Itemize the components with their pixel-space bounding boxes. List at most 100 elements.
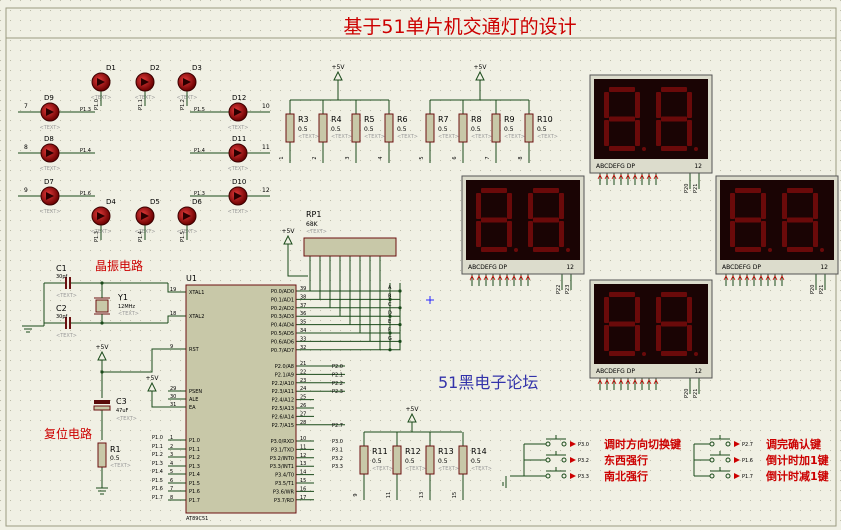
- display-right-digit-2-seg-1: [813, 193, 818, 219]
- led-d10-text: <TEXT>: [228, 209, 249, 215]
- led-d9-text: <TEXT>: [40, 125, 61, 131]
- display-left-digit-1-seg-2: [507, 221, 512, 247]
- display-right-digit-2-seg-6: [787, 217, 813, 223]
- mcu-left-pin-num: 7: [170, 486, 173, 492]
- resistor-r14-val: 0.5: [471, 458, 481, 465]
- display-top-digit-2-seg-3: [661, 146, 687, 151]
- display-top-digit-2-seg-0: [661, 87, 687, 92]
- resistor-r11-ref: R11: [372, 447, 388, 456]
- resistor-r9: [491, 113, 501, 143]
- mcu-left-pin-name: P1.7: [189, 498, 200, 504]
- display-top-digit-2-seg-5: [656, 92, 661, 118]
- led-pin-d2: P1.1: [138, 99, 144, 110]
- display-left-digit-2-seg-1: [559, 193, 564, 219]
- c3-ref: C3: [116, 397, 127, 406]
- button-right-0-contact2: [725, 441, 731, 447]
- mcu-left-pin-name: P1.4: [189, 472, 200, 478]
- led-d11-symbol: [234, 149, 242, 157]
- led-pin-b-d5: P1.4: [138, 231, 144, 242]
- button-right-2-net: P1.7: [742, 474, 753, 480]
- resistor-r10: [524, 113, 534, 143]
- mcu-right-pin-name: P0.5/AD5: [271, 331, 294, 337]
- p1-net-7: P1.7: [152, 495, 163, 501]
- mcu-left-pin-name: ALE: [189, 397, 198, 403]
- p3-net-2: P3.2: [332, 456, 343, 462]
- watermark-text: 51黑电子论坛: [438, 373, 538, 392]
- button-left-1-net-arrow: [570, 457, 576, 463]
- p2-net-1: P2.1: [332, 372, 343, 378]
- mcu-left-pin-num: 2: [170, 444, 173, 450]
- resistor-r5-ref: R5: [364, 115, 375, 124]
- mcu-right-pin-num: 14: [300, 470, 306, 476]
- mcu-right-pin-num: 35: [300, 320, 306, 326]
- led-pin-d8: P1.4: [80, 148, 91, 154]
- display-left-digit-1-seg-3: [481, 247, 507, 252]
- button-left-2-label: 南北强行: [604, 469, 648, 483]
- display-right-digit-2-seg-3: [787, 247, 813, 252]
- led-d11-ref: D11: [232, 135, 246, 143]
- display-bottom-digit-1-seg-2: [635, 325, 640, 351]
- led-d3-text: <TEXT>: [177, 95, 198, 101]
- capacitor-c3-plate1: [94, 400, 110, 404]
- p1-net-6: P1.6: [152, 486, 163, 492]
- resistor-r4-val: 0.5: [331, 126, 341, 133]
- display-bottom-common-pin-label: P21: [693, 389, 699, 398]
- display-right-pin-arrow: [751, 275, 757, 281]
- mcu-left-pin-name: P1.5: [189, 481, 200, 487]
- display-top-pin-arrow: [597, 174, 603, 180]
- rg1-vcc-label: +5V: [332, 64, 346, 71]
- mcu-part: AT89C51: [186, 516, 208, 522]
- res-pin: 5: [419, 156, 425, 159]
- xtal1-wire: [167, 283, 186, 293]
- resistor-r13-text: <TEXT>: [438, 466, 459, 472]
- ground-symbol-2: [96, 487, 108, 495]
- ground-symbol-3: [502, 476, 507, 488]
- mcu-right-pin-num: 22: [300, 369, 306, 375]
- crystal-ref: Y1: [117, 293, 128, 302]
- display-top-digit-1-seg-4: [604, 120, 609, 146]
- button-right-1-contact2: [725, 457, 731, 463]
- r1-ref: R1: [110, 445, 121, 454]
- display-left-digit-1-seg-1: [507, 193, 512, 219]
- display-right-digit-2-seg-0: [787, 188, 813, 193]
- resistor-r7-text: <TEXT>: [438, 134, 459, 140]
- led-d3-ref: D3: [192, 64, 202, 72]
- led-pin-d9: P1.3: [80, 107, 91, 113]
- display-top-pin-arrow: [653, 174, 659, 180]
- led-d6-symbol: [183, 212, 191, 220]
- mcu-left-pin-name: XTAL1: [189, 290, 204, 296]
- right-pin-0: 10: [262, 103, 270, 110]
- button-right-1-label: 倒计时加1键: [765, 453, 830, 467]
- led-d12-symbol: [234, 108, 242, 116]
- display-top-digit-2-seg-2: [687, 120, 692, 146]
- display-left-digit-1-seg-5: [476, 193, 481, 219]
- led-d2-symbol: [141, 78, 149, 86]
- rp1-vcc-label: +5V: [282, 228, 296, 235]
- crosshair-cursor: [426, 296, 434, 304]
- led-d9-symbol: [46, 108, 54, 116]
- bus-letter-a: A: [388, 285, 392, 291]
- display-right-digit-1-dp: [768, 248, 772, 252]
- mcu-left-pin-num: 30: [170, 394, 176, 400]
- bus-letter-c: C: [388, 302, 392, 308]
- junction-dot: [100, 281, 104, 285]
- mcu-left-pin-num: 19: [170, 287, 176, 293]
- mcu-right-pin-name: P2.4/A12: [272, 398, 294, 404]
- display-right-seg-label: ABCDEFG DP: [722, 264, 761, 271]
- mcu-left-pin-name: EA: [189, 405, 196, 411]
- led-pin-d1: P1.0: [94, 99, 100, 110]
- bus-letter-g: G: [388, 336, 392, 342]
- bus-letter-b: B: [388, 294, 392, 300]
- display-left-digit-2-seg-3: [533, 247, 559, 252]
- reset-circuit-label: 复位电路: [44, 426, 92, 441]
- mcu-right-pin-num: 26: [300, 403, 306, 409]
- display-right-pin-arrow: [765, 275, 771, 281]
- resistor-r14-text: <TEXT>: [471, 466, 492, 472]
- mcu-right-pin-name: P0.6/AD6: [271, 339, 294, 345]
- display-left-digit-2-seg-0: [533, 188, 559, 193]
- bus-letter-d: D: [388, 311, 392, 317]
- resistor-r9-ref: R9: [504, 115, 515, 124]
- p2-net-2: P2.2: [332, 381, 343, 387]
- mcu-left-pin-num: 5: [170, 469, 173, 475]
- display-left-digit-2-seg-2: [559, 221, 564, 247]
